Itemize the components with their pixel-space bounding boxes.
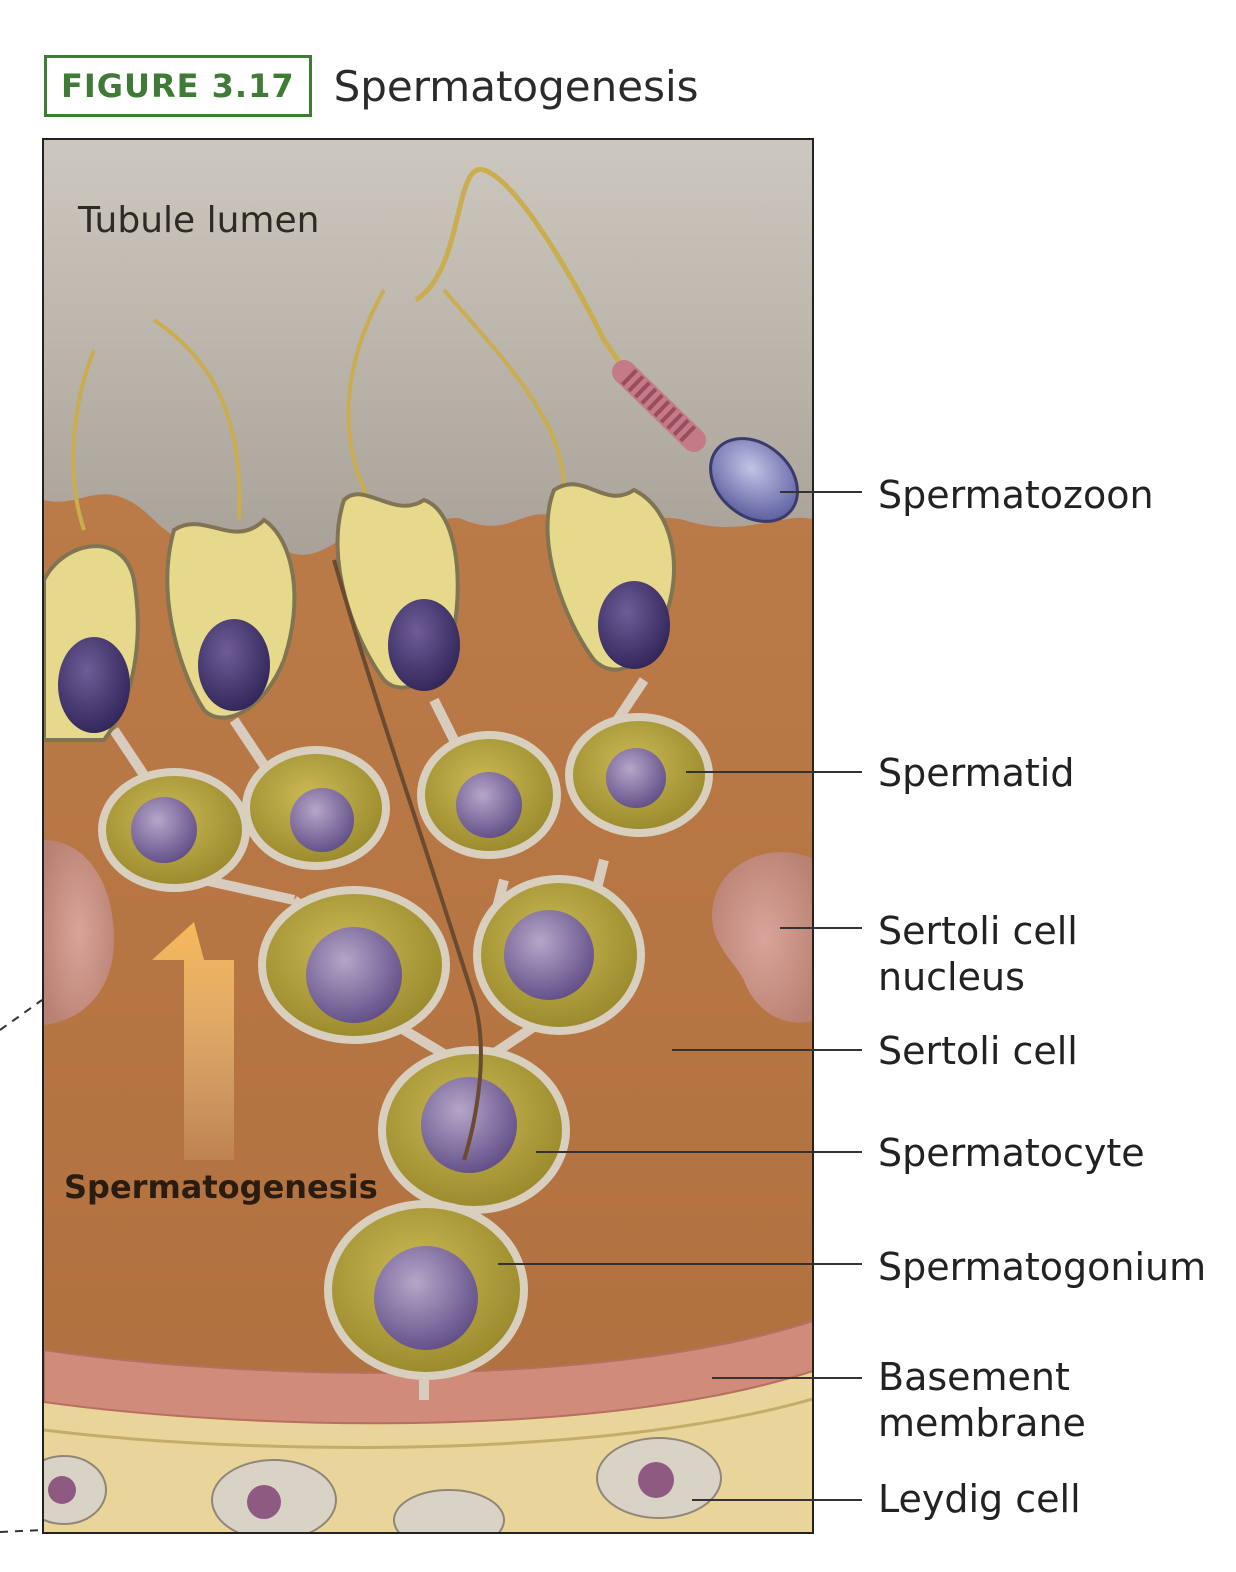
interstitial-fiber	[44, 1397, 812, 1449]
tubule-lumen-label: Tubule lumen	[78, 200, 320, 241]
sertoli-nucleus-right	[712, 852, 812, 1023]
zoom-line-top	[0, 999, 43, 1031]
figure-header: FIGURE 3.17 Spermatogenesis	[44, 55, 699, 117]
spermatids	[44, 288, 676, 742]
seminiferous-tubule-illustration	[44, 140, 812, 1532]
figure-number-badge: FIGURE 3.17	[44, 55, 312, 117]
label-basement-membrane: Basement membrane	[878, 1355, 1086, 1445]
developing-cells	[98, 713, 713, 1380]
label-sertoli-cell: Sertoli cell	[878, 1029, 1078, 1073]
zoom-line-bottom	[0, 1529, 43, 1533]
label-spermatocyte: Spermatocyte	[878, 1131, 1145, 1175]
spermatogenesis-arrow	[152, 922, 234, 1160]
label-sertoli-cell-nucleus: Sertoli cell nucleus	[878, 909, 1078, 999]
label-spermatogonium: Spermatogonium	[878, 1245, 1207, 1289]
label-spermatid: Spermatid	[878, 751, 1075, 795]
spermatozoon	[414, 167, 799, 523]
figure-title: Spermatogenesis	[333, 61, 699, 111]
basement-membrane	[44, 1320, 812, 1425]
sertoli-boundary-line	[332, 559, 483, 1161]
illustration-panel: Tubule lumen Spermatogenesis	[42, 138, 814, 1534]
sertoli-nucleus-left	[44, 840, 114, 1025]
spermatogenesis-arrow-label: Spermatogenesis	[64, 1168, 378, 1206]
label-leydig-cell: Leydig cell	[878, 1477, 1081, 1521]
label-spermatozoon: Spermatozoon	[878, 473, 1154, 517]
leydig-cells	[44, 1437, 722, 1532]
